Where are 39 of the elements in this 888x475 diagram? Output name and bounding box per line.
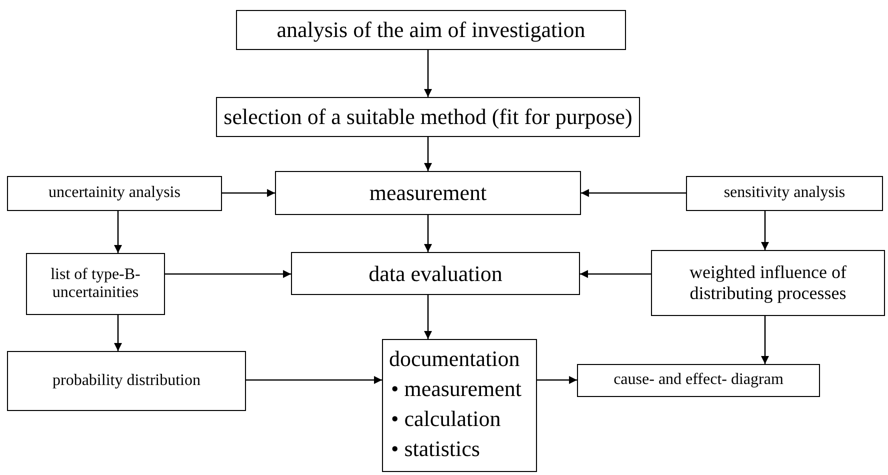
- process-box: [275, 171, 581, 215]
- arrow: [424, 215, 432, 252]
- arrow: [424, 295, 432, 339]
- process-box: [651, 250, 885, 316]
- arrow: [246, 376, 382, 384]
- process-box: [236, 10, 626, 50]
- arrow: [424, 50, 432, 97]
- process-box: [26, 253, 165, 315]
- box-label: measurement: [369, 180, 487, 206]
- box-label: probability distribution: [52, 372, 200, 390]
- box-label: uncertainity analysis: [48, 184, 180, 203]
- process-box: [382, 339, 537, 472]
- bullet-item: • calculation: [391, 405, 502, 433]
- process-box: [7, 176, 222, 211]
- box-label: analysis of the aim of investigation: [276, 17, 586, 43]
- box-label: sensitivity analysis: [724, 184, 846, 203]
- arrow: [424, 137, 432, 171]
- arrow: [581, 189, 686, 197]
- box-label: cause- and effect- diagram: [614, 371, 784, 390]
- arrow: [114, 315, 122, 351]
- arrow: [761, 316, 769, 364]
- box-heading: documentation: [389, 345, 520, 373]
- box-label: list of type-B- uncertainities: [50, 266, 142, 302]
- arrow: [537, 376, 577, 384]
- box-label: data evaluation: [368, 260, 502, 286]
- process-box: [686, 176, 883, 211]
- bullet-item: • statistics: [391, 435, 481, 463]
- process-box: [577, 364, 820, 397]
- process-box: [216, 97, 640, 137]
- box-label: selection of a suitable method (fit for purpose): [224, 104, 632, 130]
- arrow: [165, 270, 291, 278]
- process-box: [291, 252, 580, 295]
- box-label: weighted influence of distributing processes: [688, 262, 848, 304]
- process-box: [7, 351, 246, 411]
- arrow: [222, 189, 275, 197]
- arrow: [580, 270, 651, 278]
- arrow: [114, 211, 122, 253]
- bullet-item: • measurement: [391, 375, 522, 403]
- arrow: [761, 211, 769, 250]
